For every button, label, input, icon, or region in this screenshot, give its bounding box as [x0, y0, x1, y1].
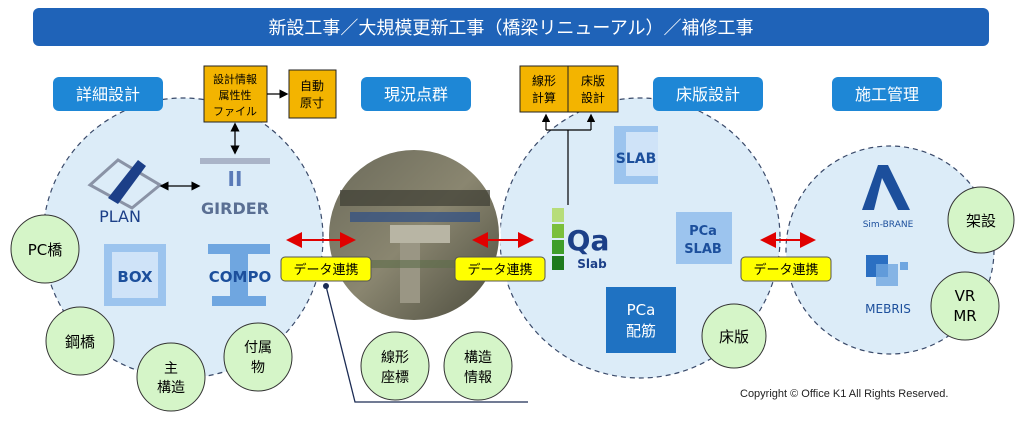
svg-text:SLAB: SLAB	[684, 242, 722, 257]
compo-logo: COMPO	[208, 244, 271, 306]
svg-text:原寸: 原寸	[300, 96, 324, 110]
bubble-slab: 床版	[701, 303, 767, 369]
svg-text:構造: 構造	[464, 350, 492, 366]
svg-text:配筋: 配筋	[626, 322, 656, 340]
svg-text:施工管理: 施工管理	[855, 85, 919, 104]
design-info-file-box: 設計情報 属性性 ファイル	[203, 65, 268, 123]
svg-text:計算: 計算	[532, 90, 556, 105]
svg-text:設計: 設計	[581, 90, 605, 105]
girder-logo: II GIRDER	[200, 158, 270, 218]
banner	[33, 8, 989, 46]
svg-text:線形: 線形	[532, 73, 556, 88]
svg-text:架設: 架設	[966, 212, 996, 230]
slab-design-small-box: 床版 設計	[567, 65, 619, 113]
svg-text:データ連携: データ連携	[467, 262, 532, 278]
header-point-cloud: 現況点群	[361, 77, 471, 111]
plan-logo: PLAN	[87, 158, 163, 226]
mebris-logo: MEBRIS	[865, 255, 911, 316]
bubble-structure-info: 構造 情報	[443, 331, 513, 401]
svg-text:PC橋: PC橋	[28, 241, 63, 259]
data-link-label-3: データ連携	[740, 256, 832, 282]
svg-text:COMPO: COMPO	[209, 268, 271, 286]
header-slab-design: 床版設計	[653, 77, 763, 111]
box-logo: BOX	[104, 244, 166, 306]
svg-text:線形: 線形	[381, 350, 409, 366]
slab-logo: SLAB	[614, 126, 658, 184]
data-link-label-2: データ連携	[454, 256, 546, 282]
header-construction-mgmt: 施工管理	[832, 77, 942, 111]
copyright-text: Copyright © Office K1 All Rights Reserve…	[740, 388, 949, 400]
svg-text:構造: 構造	[157, 380, 185, 396]
svg-text:Sim-BRANE: Sim-BRANE	[863, 220, 914, 230]
svg-text:床版: 床版	[581, 74, 605, 88]
bubble-vr-mr: VR MR	[930, 271, 1000, 341]
svg-text:属性性: 属性性	[219, 88, 252, 102]
pca-slab-logo: PCa SLAB	[676, 212, 732, 264]
bracket-line	[325, 285, 528, 403]
svg-text:VR: VR	[955, 287, 976, 305]
svg-text:付属: 付属	[244, 340, 272, 356]
svg-text:Slab: Slab	[577, 257, 607, 271]
svg-text:データ連携: データ連携	[293, 262, 358, 278]
svg-text:GIRDER: GIRDER	[201, 199, 269, 218]
svg-text:ファイル: ファイル	[213, 105, 257, 118]
svg-text:詳細設計: 詳細設計	[76, 85, 140, 104]
bubble-accessory: 付属 物	[223, 322, 293, 392]
svg-text:鋼橋: 鋼橋	[65, 333, 95, 351]
svg-text:自動: 自動	[300, 79, 324, 93]
bubble-steel-bridge: 鋼橋	[45, 306, 115, 376]
svg-text:BOX: BOX	[117, 268, 153, 286]
svg-text:PCa: PCa	[689, 224, 717, 239]
pca-rebar-box: PCa 配筋	[606, 287, 676, 353]
svg-text:床版設計: 床版設計	[676, 85, 740, 104]
svg-text:座標: 座標	[381, 370, 409, 386]
svg-text:Qa: Qa	[567, 224, 610, 257]
svg-text:物: 物	[251, 360, 265, 376]
bridge-photo	[327, 148, 501, 322]
header-detail-design: 詳細設計	[53, 77, 163, 111]
svg-text:PCa: PCa	[627, 301, 656, 319]
qa-slab-logo: Qa Slab	[552, 208, 609, 271]
sim-brane-logo: Sim-BRANE	[862, 165, 914, 230]
svg-text:現況点群: 現況点群	[384, 85, 448, 104]
svg-text:MR: MR	[953, 307, 976, 325]
svg-text:MEBRIS: MEBRIS	[865, 302, 911, 316]
svg-text:PLAN: PLAN	[99, 207, 141, 226]
svg-text:床版: 床版	[719, 328, 749, 346]
data-link-label-1: データ連携	[280, 256, 372, 282]
banner-title: 新設工事／大規模更新工事（橋梁リニューアル）／補修工事	[268, 18, 753, 39]
svg-text:主: 主	[164, 361, 178, 377]
svg-text:SLAB: SLAB	[616, 151, 657, 167]
linear-calc-box: 線形 計算	[519, 65, 569, 113]
svg-text:データ連携: データ連携	[753, 262, 818, 278]
bubble-erection: 架設	[947, 186, 1015, 254]
bubble-main-structure: 主 構造	[136, 342, 206, 412]
svg-text:情報: 情報	[464, 370, 492, 386]
bubble-alignment-coords: 線形 座標	[360, 331, 430, 401]
svg-text:II: II	[228, 167, 243, 191]
svg-text:設計情報: 設計情報	[213, 72, 257, 86]
bubble-pc-bridge: PC橋	[10, 214, 80, 284]
auto-dim-box: 自動 原寸	[288, 69, 337, 119]
